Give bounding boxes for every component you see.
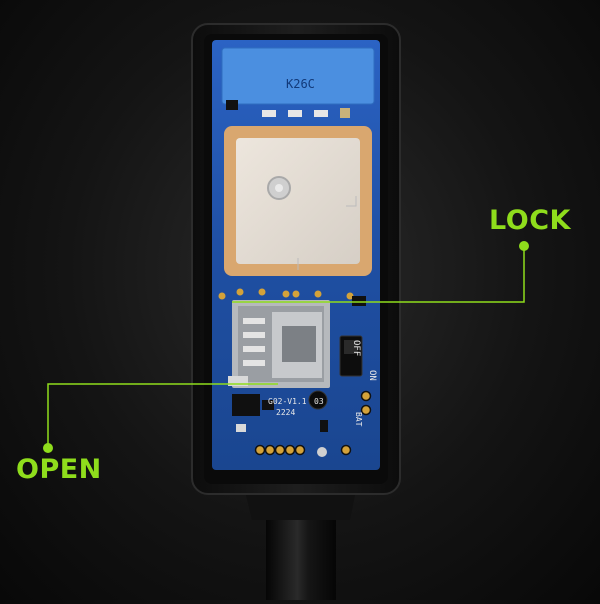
- buzzer: [308, 390, 328, 410]
- led-indicator: [317, 447, 327, 457]
- open-marker-dot: [43, 443, 53, 453]
- model-marking: G02-V1.1: [268, 397, 307, 406]
- sim-card-slot: [228, 300, 330, 388]
- switch-on-label: ON: [367, 370, 377, 381]
- lock-marker-dot: [519, 241, 529, 251]
- bat-label: BAT: [354, 412, 363, 427]
- chip-marking: K26C: [286, 77, 315, 91]
- power-switch: [339, 335, 363, 377]
- connector-pins: [254, 390, 372, 456]
- pad-row: [218, 288, 354, 300]
- date-marking: 2224: [276, 408, 296, 417]
- open-label: OPEN: [16, 454, 102, 485]
- version-marking: 03: [314, 397, 324, 406]
- switch-off-label: OFF: [351, 340, 361, 357]
- lock-label: LOCK: [489, 205, 571, 236]
- lock-leader-line: [232, 248, 525, 303]
- smd-components: [232, 296, 366, 432]
- component-row: [226, 100, 350, 118]
- open-leader-line: [47, 383, 278, 446]
- gsm-module: [222, 48, 374, 104]
